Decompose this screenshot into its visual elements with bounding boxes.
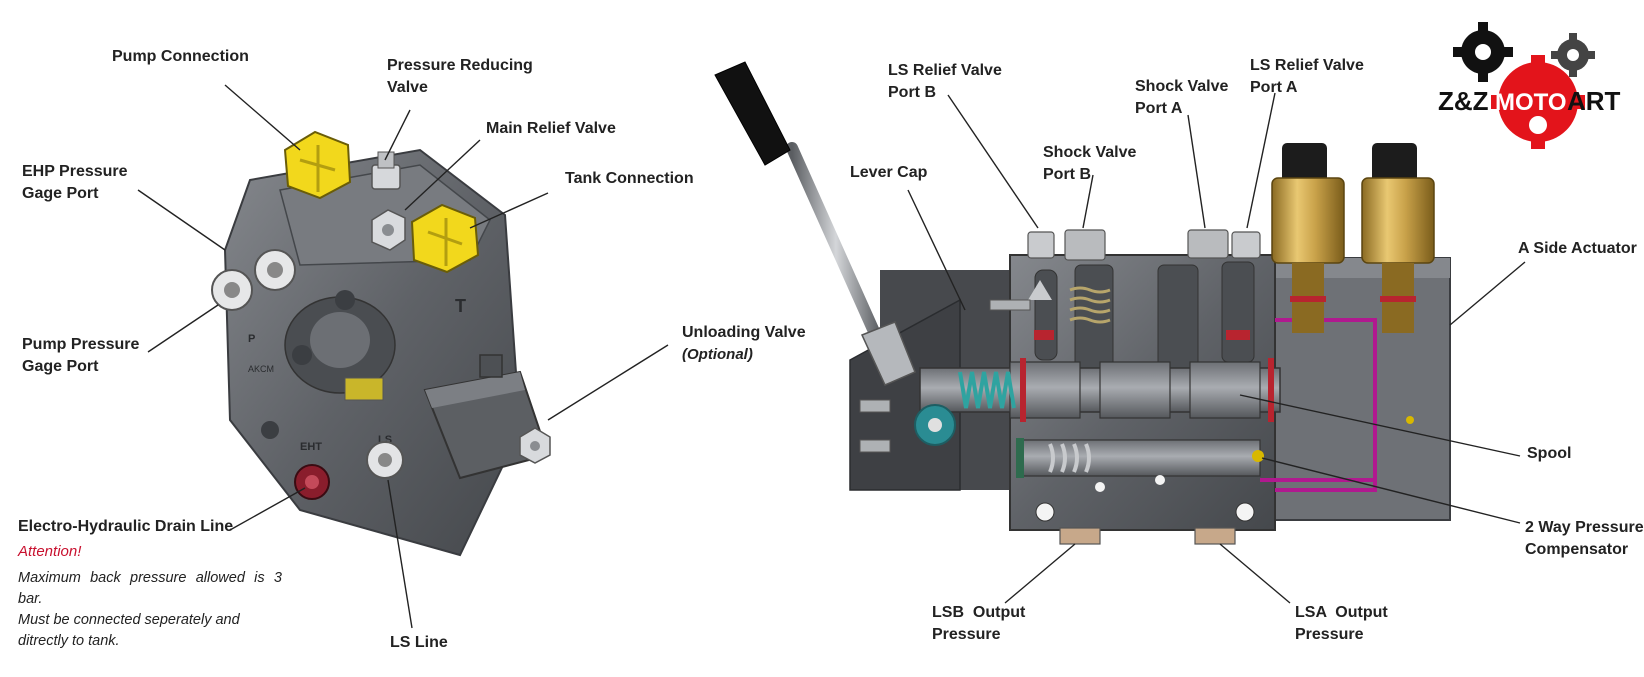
port-t-mark: T bbox=[455, 296, 466, 316]
brand-logo: Z&Z MOTO ART bbox=[1438, 22, 1621, 149]
port-p-mark: P bbox=[248, 333, 255, 345]
label-spool: Spool bbox=[1527, 445, 1572, 462]
attention-title: Attention! bbox=[18, 543, 82, 560]
logo-middle-text: MOTO bbox=[1495, 89, 1567, 116]
right-valve-illustration bbox=[714, 61, 1451, 545]
label-main-relief-valve: Main Relief Valve bbox=[486, 120, 616, 137]
label-pump-connection: Pump Connection bbox=[112, 48, 249, 65]
left-leader-lines bbox=[137, 84, 669, 629]
eht-mark: EHT bbox=[300, 441, 322, 453]
label-ls-line: LS Line bbox=[390, 634, 448, 651]
logo-right-text: ART bbox=[1567, 86, 1621, 116]
label-tank-connection: Tank Connection bbox=[565, 170, 694, 187]
label-unloading-valve: Unloading Valve(Optional) bbox=[682, 324, 806, 363]
label-lever-cap: Lever Cap bbox=[850, 164, 928, 181]
logo-left-text: Z&Z bbox=[1438, 86, 1489, 116]
left-valve-illustration: T P AKCM LS EHT bbox=[211, 130, 551, 557]
right-leader-lines bbox=[907, 92, 1526, 604]
label-electro-hydraulic-drain-line: Electro-Hydraulic Drain Line bbox=[18, 518, 234, 535]
attention-note: Maximum back pressure allowed is 3 bar. … bbox=[18, 570, 282, 649]
label-a-side-actuator: A Side Actuator bbox=[1518, 240, 1637, 257]
gear-icon bbox=[1453, 22, 1595, 149]
brand-mark: AKCM bbox=[248, 364, 274, 374]
